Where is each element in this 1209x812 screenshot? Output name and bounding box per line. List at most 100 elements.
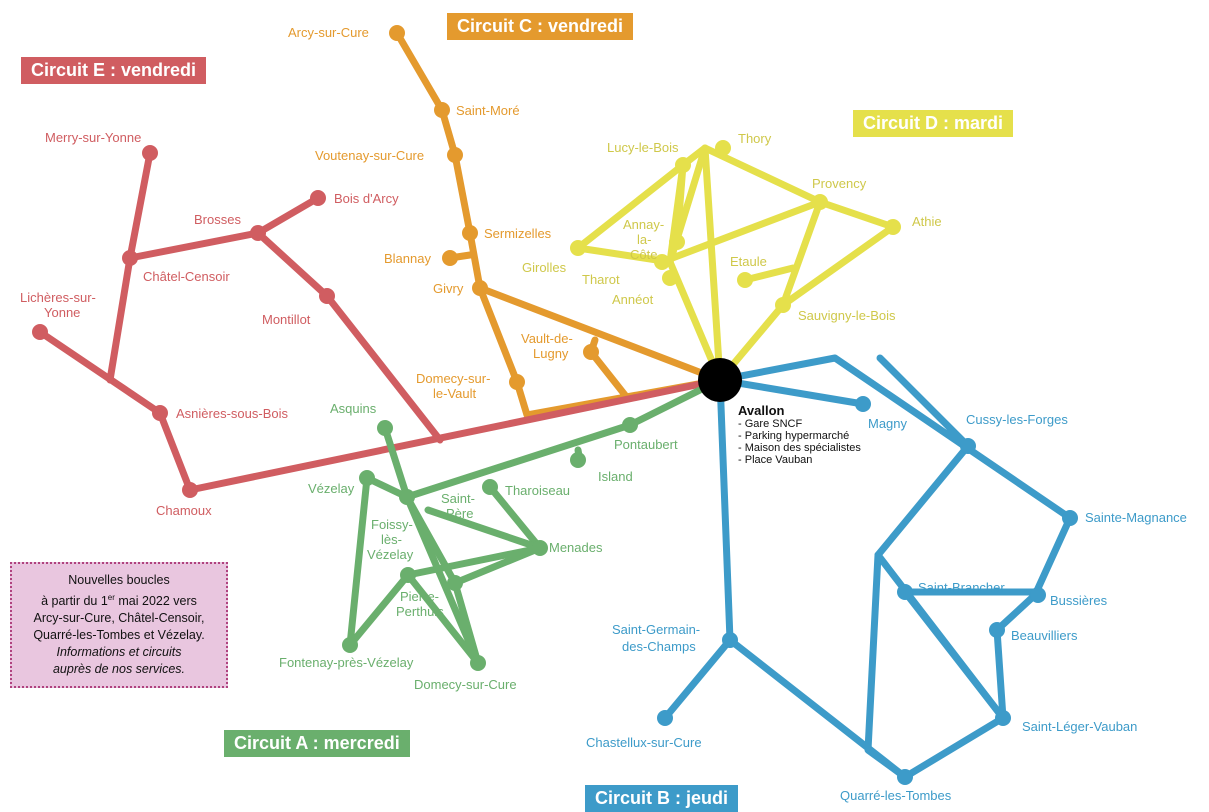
circuit-a-lines [346, 376, 724, 667]
label-foissy-1: Foissy- [371, 517, 413, 532]
stop-asquins[interactable] [377, 420, 393, 436]
stop-saint-germain[interactable] [722, 632, 738, 648]
info-date-pre: à partir du 1 [41, 594, 108, 609]
label-givry: Givry [433, 281, 464, 296]
stop-provency[interactable] [812, 194, 828, 210]
stop-licheres[interactable] [32, 324, 48, 340]
stop-athie[interactable] [885, 219, 901, 235]
label-island: Island [598, 469, 633, 484]
label-domecy-vault-2: le-Vault [433, 386, 477, 401]
stop-tharoiseau[interactable] [482, 479, 498, 495]
label-chastellux: Chastellux-sur-Cure [586, 735, 702, 750]
stop-givry[interactable] [472, 280, 488, 296]
stop-montillot[interactable] [319, 288, 335, 304]
label-fontenay: Fontenay-près-Vézelay [279, 655, 414, 670]
label-sainte-magnance: Sainte-Magnance [1085, 510, 1187, 525]
label-blannay: Blannay [384, 251, 431, 266]
hub-avallon-marker[interactable] [698, 358, 742, 402]
stop-sainte-magnance[interactable] [1062, 510, 1078, 526]
stop-domecy-vault[interactable] [509, 374, 525, 390]
stop-chamoux[interactable] [182, 482, 198, 498]
info-line: auprès de nos services. [52, 662, 185, 677]
hub-info: Avallon Gare SNCF Parking hypermarché Ma… [738, 403, 861, 466]
stop-anneot[interactable] [662, 270, 678, 286]
label-anneot: Annéot [612, 292, 654, 307]
label-saint-germain-1: Saint-Germain- [612, 622, 700, 637]
hub-stop: Parking hypermarché [738, 430, 861, 442]
label-vault-1: Vault-de- [521, 331, 573, 346]
stop-sauvigny[interactable] [775, 297, 791, 313]
stop-lucy[interactable] [675, 157, 691, 173]
label-quarre: Quarré-les-Tombes [840, 788, 952, 803]
stop-brosses[interactable] [250, 225, 266, 241]
label-saint-germain-2: des-Champs [622, 639, 696, 654]
stop-sermizelles[interactable] [462, 225, 478, 241]
stop-cussy[interactable] [960, 438, 976, 454]
circuit-e-stops [32, 145, 335, 498]
label-vault-2: Lugny [533, 346, 569, 361]
circuit-d-banner: Circuit D : mardi [853, 110, 1014, 137]
info-date-sup: er [107, 593, 115, 602]
stop-pontaubert[interactable] [622, 417, 638, 433]
stop-island[interactable] [570, 452, 586, 468]
stop-blannay[interactable] [442, 250, 458, 266]
label-chatel: Châtel-Censoir [143, 269, 230, 284]
label-merry: Merry-sur-Yonne [45, 130, 141, 145]
circuit-d-labels: Lucy-le-Bois Thory Provency Athie Annay-… [522, 131, 942, 323]
label-pierre-perthuis-2: Perthuis [396, 604, 444, 619]
label-chamoux: Chamoux [156, 503, 212, 518]
label-provency: Provency [812, 176, 867, 191]
label-annay-3: Côte [630, 247, 657, 262]
info-line: Informations et circuits [56, 645, 182, 660]
label-saint-more: Saint-Moré [456, 103, 520, 118]
stop-asnieres[interactable] [152, 405, 168, 421]
label-thory: Thory [738, 131, 772, 146]
label-montillot: Montillot [262, 312, 311, 327]
label-athie: Athie [912, 214, 942, 229]
stop-arcy[interactable] [389, 25, 405, 41]
stop-merry[interactable] [142, 145, 158, 161]
label-domecy-vault-1: Domecy-sur- [416, 371, 490, 386]
stop-saint-pere[interactable] [399, 489, 415, 505]
stop-menades[interactable] [532, 540, 548, 556]
stop-saint-leger[interactable] [995, 710, 1011, 726]
stop-foissy[interactable] [400, 567, 416, 583]
stop-saint-brancher[interactable] [897, 584, 913, 600]
circuit-b-stops [657, 396, 1078, 785]
stop-beauvilliers[interactable] [989, 622, 1005, 638]
stop-domecy-cure[interactable] [470, 655, 486, 671]
label-etaule: Etaule [730, 254, 767, 269]
stop-bois-darcy[interactable] [310, 190, 326, 206]
circuit-b-labels: Magny Cussy-les-Forges Sainte-Magnance S… [586, 412, 1187, 803]
stop-tharot[interactable] [654, 254, 670, 270]
label-brosses: Brosses [194, 212, 241, 227]
stop-voutenay[interactable] [447, 147, 463, 163]
stop-thory[interactable] [715, 140, 731, 156]
stop-chatel[interactable] [122, 250, 138, 266]
info-line: Arcy-sur-Cure, Châtel-Censoir, [33, 611, 205, 626]
label-beauvilliers: Beauvilliers [1011, 628, 1078, 643]
circuit-c-stops [389, 25, 599, 390]
label-foissy-2: lès- [381, 532, 402, 547]
stop-vezelay[interactable] [359, 470, 375, 486]
label-pierre-perthuis-1: Pierre- [400, 589, 439, 604]
stop-etaule[interactable] [737, 272, 753, 288]
label-bussieres: Bussières [1050, 593, 1108, 608]
stop-bussieres[interactable] [1030, 587, 1046, 603]
label-asnieres: Asnières-sous-Bois [176, 406, 288, 421]
stop-fontenay[interactable] [342, 637, 358, 653]
info-line: à partir du 1er mai 2022 vers [16, 589, 222, 610]
stop-girolles[interactable] [570, 240, 586, 256]
label-lucy: Lucy-le-Bois [607, 140, 679, 155]
label-arcy: Arcy-sur-Cure [288, 25, 369, 40]
stop-vault[interactable] [583, 344, 599, 360]
label-pontaubert: Pontaubert [614, 437, 678, 452]
stop-quarre[interactable] [897, 769, 913, 785]
stop-saint-more[interactable] [434, 102, 450, 118]
stop-chastellux[interactable] [657, 710, 673, 726]
stop-magny[interactable] [855, 396, 871, 412]
stop-pierre-perthuis[interactable] [447, 575, 463, 591]
label-annay-1: Annay- [623, 217, 664, 232]
stop-annay[interactable] [669, 234, 685, 250]
